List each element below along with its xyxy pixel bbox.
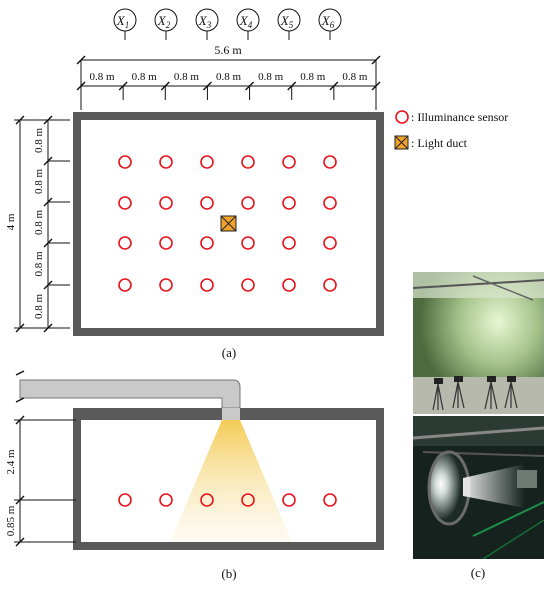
section-height-label: 2.4 m [5, 449, 17, 475]
sensor-marker [323, 196, 337, 210]
sensor-marker [159, 155, 173, 169]
sensor-marker [323, 278, 337, 292]
column-header-6: X6 [318, 8, 342, 40]
column-header-subscript: 5 [289, 20, 294, 30]
sensor-marker [282, 196, 296, 210]
sensor-marker [118, 236, 132, 250]
sensor-marker [241, 493, 255, 507]
panel-c-label: (c) [471, 565, 485, 580]
sensor-marker [200, 196, 214, 210]
sensor-marker [241, 278, 255, 292]
sensor-marker [323, 236, 337, 250]
sensor-marker [241, 236, 255, 250]
panel-a-label: (a) [222, 345, 236, 360]
legend: : Illuminance sensor : Light duct [394, 110, 508, 150]
sensor-marker [282, 236, 296, 250]
column-header-subscript: 2 [166, 20, 171, 30]
sensor-marker [323, 493, 337, 507]
sensor-marker [200, 278, 214, 292]
segment-label: 0.8 m [300, 71, 326, 83]
column-header-subscript: 4 [248, 20, 253, 30]
column-headers: X1 X2 X3 X4 X5 X6 [113, 8, 342, 40]
sensor-marker [159, 278, 173, 292]
column-header-5: X5 [277, 8, 301, 40]
sensor-marker [159, 196, 173, 210]
photo-light-duct-source [413, 416, 544, 559]
sensor-marker [241, 155, 255, 169]
segment-label: 0.8 m [90, 71, 116, 83]
segment-label-vertical: 0.8 m [33, 128, 45, 154]
legend-sensor-label: : Illuminance sensor [411, 110, 508, 124]
segment-label-vertical: 0.8 m [33, 169, 45, 195]
sensor-marker [241, 196, 255, 210]
plan-height-label: 4 m [5, 213, 17, 230]
column-header-1: X1 [113, 8, 137, 40]
segment-label-vertical: 0.8 m [33, 210, 45, 236]
segment-label-vertical: 0.8 m [33, 251, 45, 277]
sensor-marker [282, 278, 296, 292]
sensor-marker [323, 155, 337, 169]
sensor-marker [282, 493, 296, 507]
segment-label: 0.8 m [174, 71, 200, 83]
segment-dimensions: 0.8 m 0.8 m 0.8 m 0.8 m 0.8 m 0.8 m 0.8 m [76, 60, 381, 110]
segment-label-vertical: 0.8 m [33, 294, 45, 320]
total-width-dimension: 5.6 m [76, 43, 381, 65]
segment-label: 0.8 m [216, 71, 242, 83]
column-header-3: X3 [195, 8, 219, 40]
column-header-2: X2 [154, 8, 178, 40]
light-duct-marker [220, 215, 237, 232]
sensor-marker [118, 493, 132, 507]
segment-label: 0.8 m [132, 71, 158, 83]
light-cone [170, 420, 292, 542]
sensor-marker [200, 236, 214, 250]
plan-height-dimensions: 4 m 0.8 m 0.8 m 0.8 m 0.8 m 0.8 m [5, 115, 70, 333]
column-header-4: X4 [236, 8, 260, 40]
legend-sensor-icon [395, 110, 409, 124]
sensor-marker [118, 155, 132, 169]
segment-label: 0.8 m [258, 71, 284, 83]
sensor-marker [200, 155, 214, 169]
column-header-subscript: 6 [330, 20, 335, 30]
photo-experiment-room [413, 272, 544, 414]
section-duct-pipe [15, 370, 241, 409]
sensor-marker [159, 493, 173, 507]
section-sensor-row [118, 493, 337, 507]
sensor-marker [159, 236, 173, 250]
section-room [73, 408, 384, 550]
sensor-marker [282, 155, 296, 169]
column-header-subscript: 3 [206, 20, 212, 30]
sensor-marker [118, 196, 132, 210]
sensor-height-label: 0.85 m [5, 505, 17, 536]
plan-sensor-grid [118, 155, 337, 292]
sensor-marker [118, 278, 132, 292]
legend-duct-label: : Light duct [411, 136, 468, 150]
total-width-label: 5.6 m [214, 43, 242, 57]
panel-b-label: (b) [221, 566, 236, 581]
segment-label: 0.8 m [342, 71, 368, 83]
sensor-marker [200, 493, 214, 507]
column-header-subscript: 1 [125, 20, 130, 30]
section-height-dimensions: 2.4 m 0.85 m [5, 415, 76, 547]
